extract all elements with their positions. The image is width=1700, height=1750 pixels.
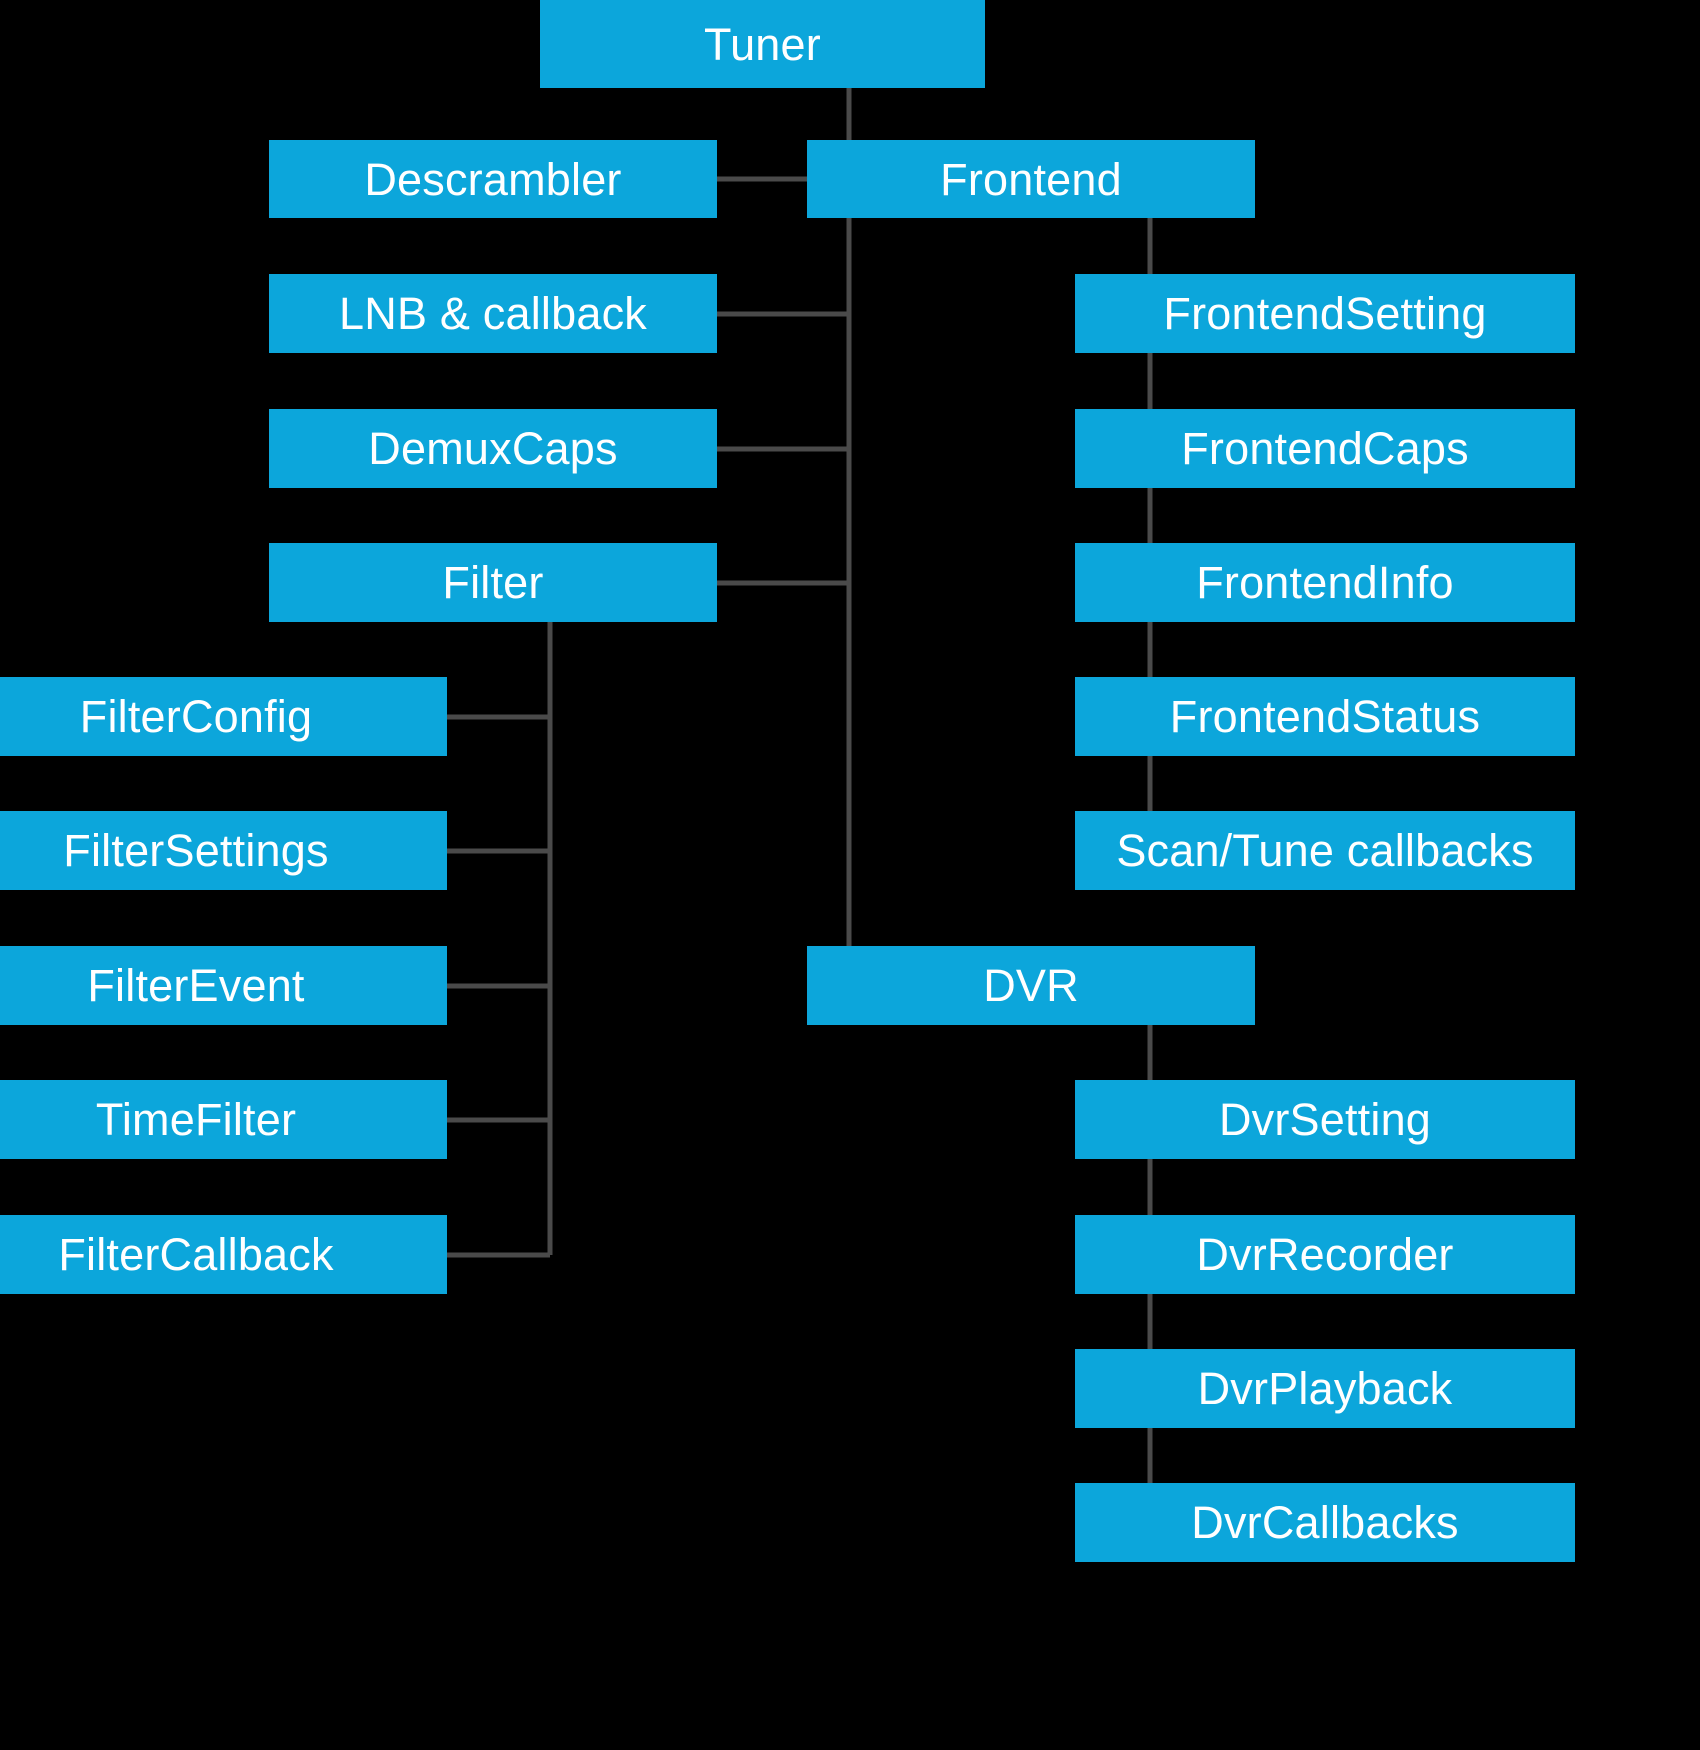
node-label-dvrrecorder: DvrRecorder xyxy=(1196,1229,1454,1280)
node-label-filtercallback: FilterCallback xyxy=(58,1229,334,1280)
node-descrambler[interactable]: Descrambler xyxy=(269,140,717,218)
node-label-descrambler: Descrambler xyxy=(364,153,622,205)
node-filter[interactable]: Filter xyxy=(269,543,717,622)
node-label-filter: Filter xyxy=(442,557,544,608)
node-label-dvrplayback: DvrPlayback xyxy=(1197,1363,1453,1414)
node-frontendinfo[interactable]: FrontendInfo xyxy=(1075,543,1575,622)
node-frontend[interactable]: Frontend xyxy=(807,140,1255,218)
node-filtercallback[interactable]: FilterCallback xyxy=(0,1215,447,1294)
node-dvrrecorder[interactable]: DvrRecorder xyxy=(1075,1215,1575,1294)
node-tuner[interactable]: Tuner xyxy=(540,0,985,88)
node-label-dvr: DVR xyxy=(983,960,1079,1011)
node-dvr[interactable]: DVR xyxy=(807,946,1255,1025)
node-label-lnb-callback: LNB & callback xyxy=(339,288,647,339)
node-timefilter[interactable]: TimeFilter xyxy=(0,1080,447,1159)
node-filterevent[interactable]: FilterEvent xyxy=(0,946,447,1025)
node-label-frontendinfo: FrontendInfo xyxy=(1196,557,1454,608)
node-label-filterconfig: FilterConfig xyxy=(79,691,313,742)
node-label-dvrcallbacks: DvrCallbacks xyxy=(1191,1497,1459,1548)
node-filterconfig[interactable]: FilterConfig xyxy=(0,677,447,756)
node-label-filterevent: FilterEvent xyxy=(87,960,305,1011)
node-label-timefilter: TimeFilter xyxy=(95,1094,297,1145)
node-dvrsetting[interactable]: DvrSetting xyxy=(1075,1080,1575,1159)
node-lnb-callback[interactable]: LNB & callback xyxy=(269,274,717,353)
node-frontendsetting[interactable]: FrontendSetting xyxy=(1075,274,1575,353)
node-frontendcaps[interactable]: FrontendCaps xyxy=(1075,409,1575,488)
node-label-frontendstatus: FrontendStatus xyxy=(1169,691,1481,742)
node-dvrplayback[interactable]: DvrPlayback xyxy=(1075,1349,1575,1428)
node-label-frontendcaps: FrontendCaps xyxy=(1181,423,1469,474)
node-demuxcaps[interactable]: DemuxCaps xyxy=(269,409,717,488)
node-label-scantune: Scan/Tune callbacks xyxy=(1116,825,1534,876)
node-label-dvrsetting: DvrSetting xyxy=(1218,1094,1432,1145)
node-scantune[interactable]: Scan/Tune callbacks xyxy=(1075,811,1575,890)
node-label-demuxcaps: DemuxCaps xyxy=(368,423,618,474)
node-label-filtersettings: FilterSettings xyxy=(63,825,329,876)
node-label-frontendsetting: FrontendSetting xyxy=(1163,288,1487,339)
node-frontendstatus[interactable]: FrontendStatus xyxy=(1075,677,1575,756)
node-filtersettings[interactable]: FilterSettings xyxy=(0,811,447,890)
node-label-tuner: Tuner xyxy=(704,18,821,70)
node-label-frontend: Frontend xyxy=(940,153,1122,205)
node-dvrcallbacks[interactable]: DvrCallbacks xyxy=(1075,1483,1575,1562)
